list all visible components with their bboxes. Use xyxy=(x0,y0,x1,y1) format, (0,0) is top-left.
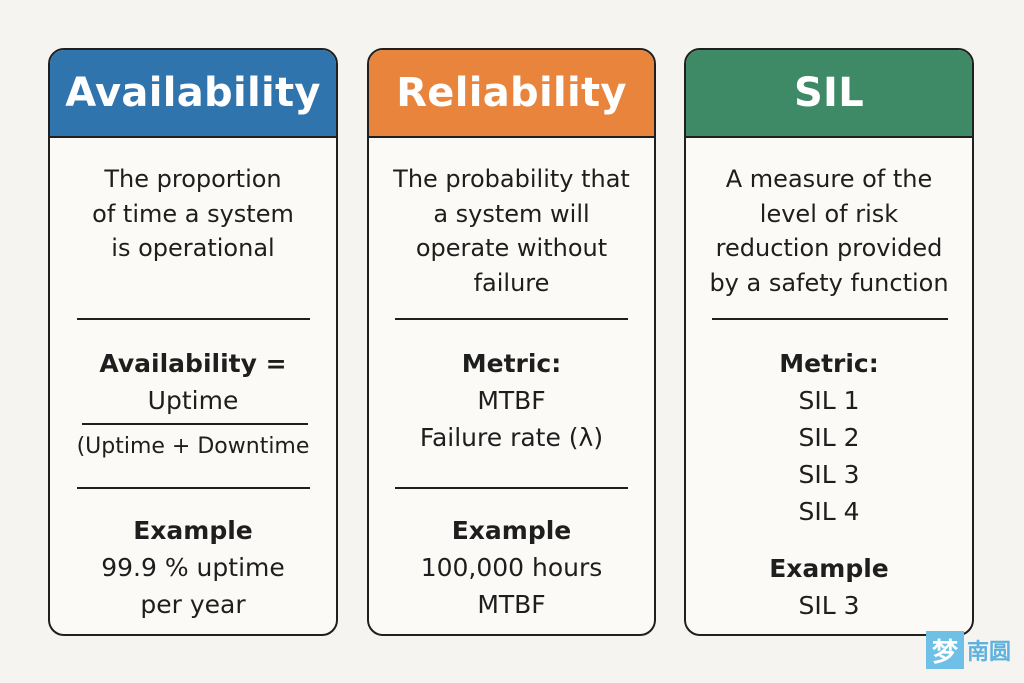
example-line: MTBF xyxy=(477,590,546,619)
sil-header: SIL xyxy=(686,50,972,138)
watermark-glyph: 梦 xyxy=(926,631,964,669)
availability-formula: Availability = Uptime xyxy=(50,345,336,419)
availability-title: Availability xyxy=(65,70,321,116)
availability-header: Availability xyxy=(50,50,336,138)
availability-desc-line: is operational xyxy=(111,234,275,262)
sil-desc-line: by a safety function xyxy=(709,268,949,297)
metric-line: Failure rate (λ) xyxy=(419,423,604,452)
reliability-card: Reliability The probability that a syste… xyxy=(367,48,656,636)
metric-line: SIL 1 xyxy=(798,386,860,415)
metric-label: Metric: xyxy=(461,349,562,378)
metric-line: SIL 2 xyxy=(798,423,860,452)
reliability-desc-line: failure xyxy=(473,268,550,297)
sil-metric: Metric: SIL 1 SIL 2 SIL 3 SIL 4 xyxy=(686,345,972,530)
example-label: Example xyxy=(451,516,572,545)
divider xyxy=(77,487,310,489)
reliability-desc-line: a system will xyxy=(433,199,590,228)
availability-desc-line: The proportion xyxy=(104,165,282,193)
reliability-desc-line: operate without xyxy=(415,234,608,262)
watermark-logo: 梦 南圆 xyxy=(926,631,1014,669)
reliability-title: Reliability xyxy=(396,70,627,116)
sil-desc-line: reduction provided xyxy=(715,234,943,262)
sil-desc-line: A measure of the xyxy=(725,165,933,193)
availability-example: Example 99.9 % uptime per year xyxy=(50,512,336,623)
divider xyxy=(77,318,310,320)
availability-desc-line: of time a system xyxy=(92,199,294,228)
sil-title: SIL xyxy=(793,70,865,116)
formula-numerator: Uptime xyxy=(147,386,239,415)
example-label: Example xyxy=(133,516,253,545)
sil-description: A measure of the level of risk reduction… xyxy=(686,162,972,300)
example-label: Example xyxy=(769,554,889,583)
sil-example: Example SIL 3 xyxy=(686,550,972,624)
availability-card: Availability The proportion of time a sy… xyxy=(48,48,338,636)
reliability-description: The probability that a system will opera… xyxy=(369,162,654,300)
sil-card: SIL A measure of the level of risk reduc… xyxy=(684,48,974,636)
formula-denominator: (Uptime + Downtime xyxy=(76,434,310,459)
reliability-header: Reliability xyxy=(369,50,654,138)
availability-description: The proportion of time a system is opera… xyxy=(50,162,336,266)
fraction-bar xyxy=(82,423,308,425)
divider xyxy=(395,487,628,489)
example-line: per year xyxy=(140,590,246,619)
metric-line: MTBF xyxy=(477,386,546,415)
example-line: 100,000 hours xyxy=(420,553,603,582)
sil-desc-line: level of risk xyxy=(759,199,899,228)
divider xyxy=(395,318,628,320)
metric-line: SIL 3 xyxy=(798,460,860,489)
example-line: SIL 3 xyxy=(798,591,860,620)
reliability-example: Example 100,000 hours MTBF xyxy=(369,512,654,623)
metric-line: SIL 4 xyxy=(798,497,860,526)
divider xyxy=(712,318,948,320)
formula-label: Availability = xyxy=(99,349,287,378)
example-line: 99.9 % uptime xyxy=(101,553,285,582)
metric-label: Metric: xyxy=(779,349,879,378)
reliability-desc-line: The probability that xyxy=(393,165,630,193)
watermark-text: 南圆 xyxy=(967,640,1012,665)
reliability-metric: Metric: MTBF Failure rate (λ) xyxy=(369,345,654,456)
